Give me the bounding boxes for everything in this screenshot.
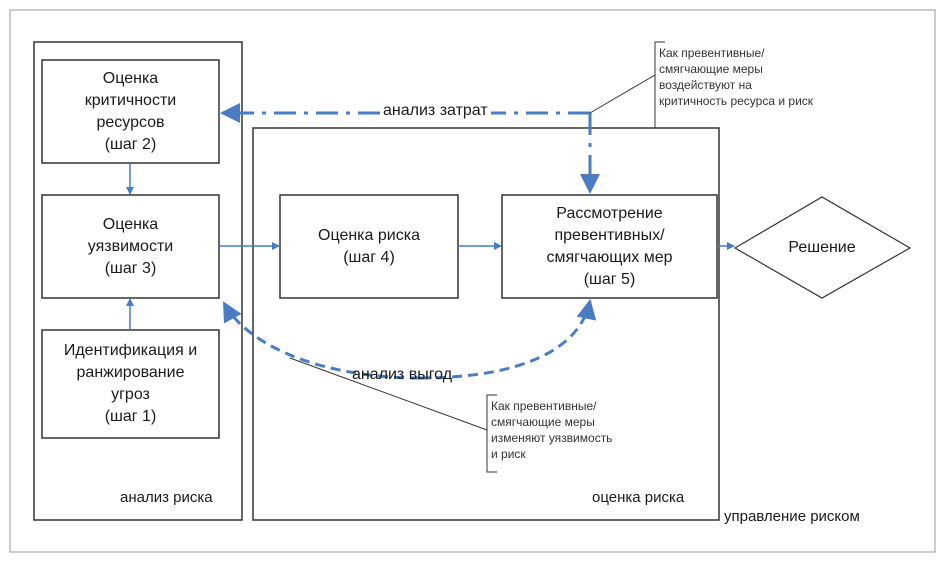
risk-analysis-group bbox=[33, 41, 243, 521]
decision-label: Решение bbox=[788, 239, 856, 256]
callout-top-leader bbox=[589, 74, 656, 114]
step1-label: Идентификация и ранжирование угроз (шаг … bbox=[63, 342, 198, 425]
cost-analysis-label: анализ затрат bbox=[380, 102, 491, 120]
risk-analysis-group-label: анализ риска bbox=[120, 489, 213, 506]
risk-assessment-group-label: оценка риска bbox=[592, 489, 685, 506]
outer-frame bbox=[9, 9, 936, 553]
risk-management-label: управление риском bbox=[724, 508, 860, 525]
step5-label: Рассмотрение превентивных/ смягчающих ме… bbox=[546, 204, 673, 288]
callout-bottom-leader bbox=[289, 357, 488, 431]
step5-box bbox=[501, 194, 718, 299]
step4-box bbox=[279, 194, 459, 299]
step3-label: Оценка уязвимости (шаг 3) bbox=[87, 215, 174, 277]
risk-assessment-group bbox=[252, 127, 720, 521]
step2-label: Оценка критичности ресурсов (шаг 2) bbox=[84, 69, 177, 153]
callout-bottom-bracket bbox=[486, 394, 497, 473]
callout-top-bracket bbox=[654, 41, 665, 129]
callout-bottom-text: Как превентивные/ смягчающие меры изменя… bbox=[491, 399, 613, 461]
step4-label: Оценка риска (шаг 4) bbox=[318, 226, 420, 266]
decision-diamond bbox=[733, 196, 912, 299]
benefit-analysis-label: анализ выгод bbox=[352, 366, 453, 383]
benefit-analysis-left bbox=[222, 301, 421, 380]
step2-box bbox=[41, 59, 220, 164]
callout-top-text: Как превентивные/ смягчающие меры воздей… bbox=[659, 46, 814, 108]
benefit-analysis-right bbox=[419, 299, 597, 380]
step1-box bbox=[41, 329, 220, 439]
